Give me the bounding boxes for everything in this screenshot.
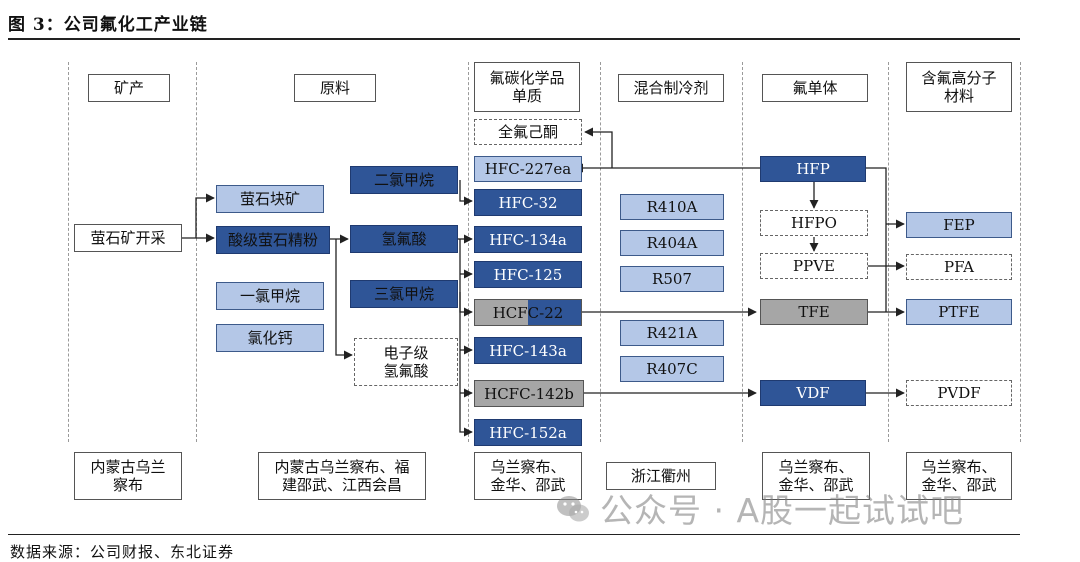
column-divider	[468, 62, 469, 442]
location-refrigerant: 浙江衢州	[606, 462, 716, 490]
node-pfa: PFA	[906, 254, 1012, 280]
wechat-icon	[556, 493, 590, 523]
watermark-text: 公众号 · A股一起试试吧	[600, 491, 965, 530]
header-refrigerant-blend: 混合制冷剂	[618, 74, 724, 102]
location-raw-material: 内蒙古乌兰察布、福 建邵武、江西会昌	[258, 452, 426, 500]
column-divider	[196, 62, 197, 442]
node-trichloromethane: 三氯甲烷	[350, 280, 458, 308]
figure-title: 图 3：公司氟化工产业链	[8, 15, 208, 35]
node-hcfc-142b: HCFC-142b	[474, 380, 584, 407]
node-r421a: R421A	[620, 320, 724, 346]
node-hcfc-22: HCFC-22	[474, 299, 582, 326]
location-polymer: 乌兰察布、 金华、邵武	[906, 452, 1012, 500]
node-hfpo: HFPO	[760, 210, 868, 236]
column-divider	[888, 62, 889, 442]
node-electronic-hf: 电子级 氢氟酸	[354, 338, 458, 386]
source-note: 数据来源：公司财报、东北证券	[10, 543, 235, 561]
header-raw-material: 原料	[294, 74, 376, 102]
header-fluorocarbon: 氟碳化学品 单质	[474, 62, 580, 112]
node-pvdf: PVDF	[906, 380, 1012, 406]
header-polymer: 含氟高分子 材料	[906, 62, 1012, 112]
column-divider	[1020, 62, 1021, 442]
location-mineral: 内蒙古乌兰 察布	[74, 452, 182, 500]
node-vdf: VDF	[760, 380, 866, 406]
column-divider	[742, 62, 743, 442]
node-monochloromethane: 一氯甲烷	[216, 282, 324, 310]
node-hfc-32: HFC-32	[474, 189, 582, 216]
node-hfc-152a: HFC-152a	[474, 419, 582, 446]
node-ptfe: PTFE	[906, 299, 1012, 325]
node-fluorite-lump: 萤石块矿	[216, 185, 324, 213]
node-hfc-125: HFC-125	[474, 261, 582, 288]
node-hydrofluoric-acid: 氢氟酸	[350, 225, 458, 253]
column-divider	[68, 62, 69, 442]
node-acid-grade-fluorite: 酸级萤石精粉	[216, 226, 330, 254]
node-hfc-134a: HFC-134a	[474, 226, 582, 253]
node-calcium-chloride: 氯化钙	[216, 324, 324, 352]
node-ppve: PPVE	[760, 253, 868, 279]
node-hfc-227ea: HFC-227ea	[474, 156, 582, 182]
bottom-rule	[8, 534, 1020, 535]
top-rule	[8, 38, 1020, 40]
node-r407c: R407C	[620, 356, 724, 382]
node-fep: FEP	[906, 212, 1012, 238]
node-perfluorohexanone: 全氟己酮	[474, 119, 582, 145]
column-divider	[600, 62, 601, 442]
node-r507: R507	[620, 266, 724, 292]
header-mineral: 矿产	[88, 74, 170, 102]
node-fluorite-mining: 萤石矿开采	[74, 224, 182, 252]
node-hfc-143a: HFC-143a	[474, 337, 582, 364]
node-r410a: R410A	[620, 194, 724, 220]
node-dichloromethane: 二氯甲烷	[350, 166, 458, 194]
location-monomer: 乌兰察布、 金华、邵武	[762, 452, 870, 500]
location-fluorocarbon: 乌兰察布、 金华、邵武	[474, 452, 582, 500]
watermark: 公众号 · A股一起试试吧	[556, 484, 964, 532]
node-r404a: R404A	[620, 230, 724, 256]
header-monomer: 氟单体	[762, 74, 868, 102]
node-tfe: TFE	[760, 299, 868, 325]
node-hfp: HFP	[760, 156, 866, 182]
